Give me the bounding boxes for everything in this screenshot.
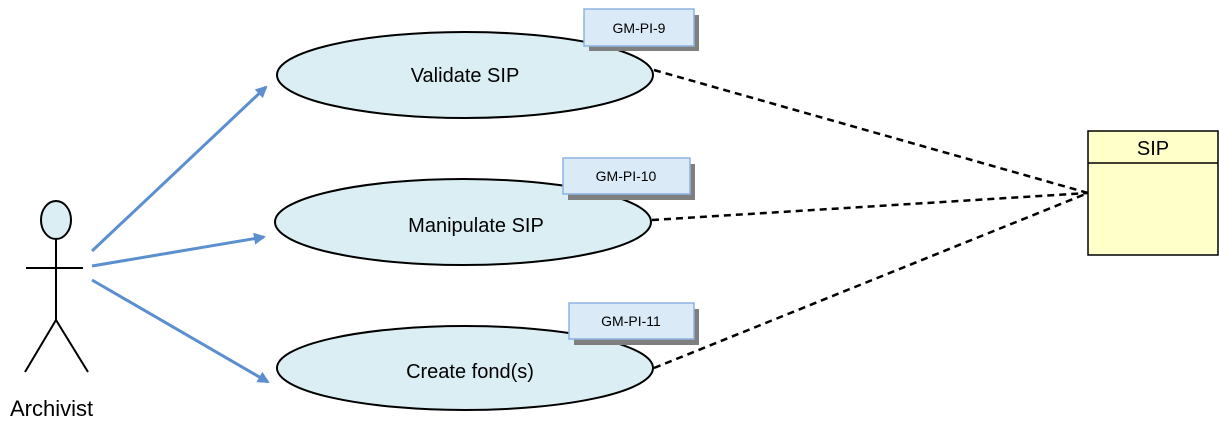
actor-archivist[interactable]: Archivist [10,200,93,421]
tag-gm-pi-9: GM-PI-9 [583,8,699,51]
association-arrow-create [91,278,270,384]
use-case-ellipse [276,31,654,119]
use-case-validate-sip[interactable]: Validate SIP [276,31,654,119]
dependency-line-create [653,191,1089,370]
tag-box [562,157,691,195]
actor-head [40,200,72,240]
tag-gm-pi-10: GM-PI-10 [562,157,695,200]
use-case-ellipse [276,325,654,411]
actor-left-leg [24,319,57,373]
tag-gm-pi-11: GM-PI-11 [568,302,699,345]
actor-right-leg [55,319,89,373]
association-arrow-manipulate [91,232,266,268]
association-arrow-validate [90,85,268,253]
use-case-label: Manipulate SIP [408,215,544,237]
tag-box [568,302,695,340]
dependency-line-manipulate [651,191,1089,222]
class-name: SIP [1137,138,1169,160]
class-sip[interactable]: SIP [1087,130,1219,256]
use-case-ellipse [274,178,652,266]
tag-label: GM-PI-11 [601,313,661,329]
use-case-label: Validate SIP [411,65,520,87]
use-case-label: Create fond(s) [406,361,534,383]
actor-name: Archivist [10,396,93,421]
tag-label: GM-PI-9 [613,20,666,36]
dependency-line-validate [653,68,1089,195]
tag-box [583,8,695,47]
use-case-create-fonds[interactable]: Create fond(s) [276,325,654,411]
class-box [1087,130,1219,256]
tag-label: GM-PI-10 [596,168,657,184]
use-case-manipulate-sip[interactable]: Manipulate SIP [274,178,652,266]
